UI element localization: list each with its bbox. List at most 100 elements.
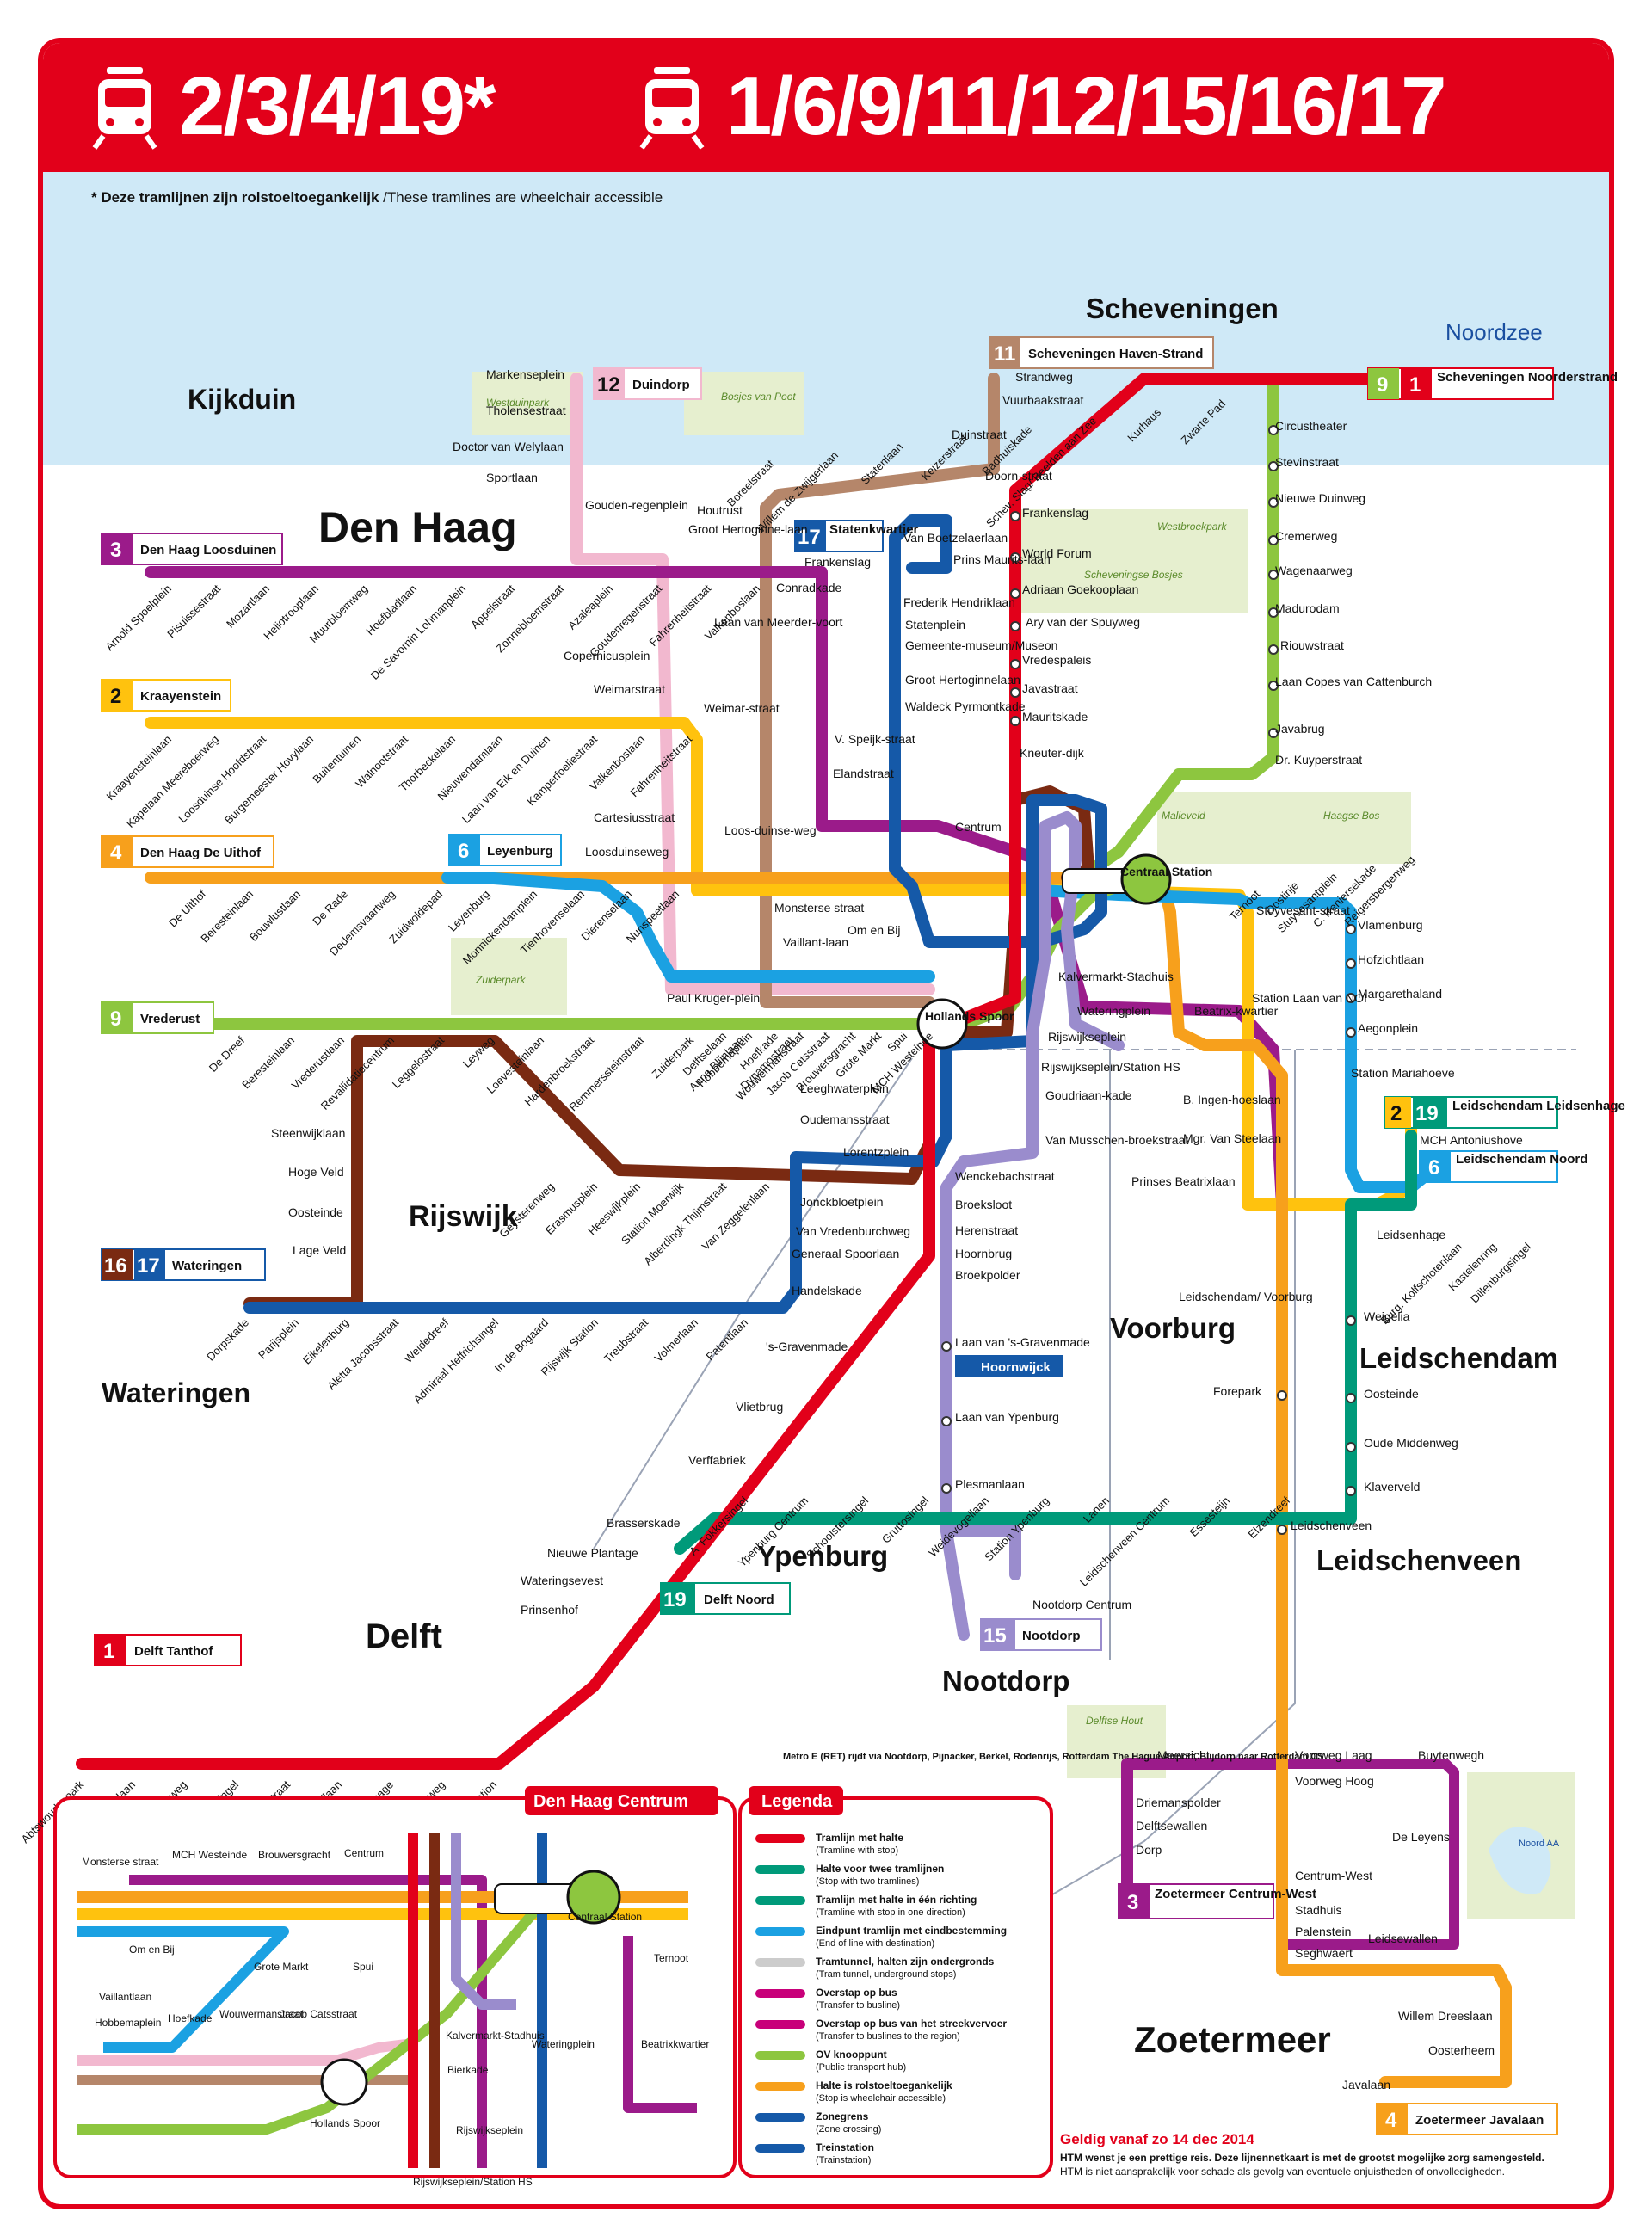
stop-label-nootdorp-centrum: Nootdorp Centrum: [1032, 1598, 1131, 1611]
stop-label-hoge-veld: Hoge Veld: [288, 1165, 344, 1179]
legend-item-nl: Halte voor twee tramlijnen: [816, 1863, 944, 1875]
stop-marker: [1010, 621, 1020, 631]
stop-label-vlietbrug: Vlietbrug: [736, 1400, 783, 1414]
stop-marker: [1268, 644, 1279, 655]
park-westbroekpark-label: Westbroekpark: [1157, 521, 1227, 533]
hoornwijck-badge: [955, 1355, 1063, 1377]
stop-label-vlamenburg: Vlamenburg: [1358, 918, 1423, 932]
rotated-stop-loosduinen: Pisuissestraat: [164, 582, 223, 640]
rotated-stop-uithof: De Uithof: [166, 887, 208, 929]
terminal-9-1-noord-box: 9 1 Scheveningen Noorderstrand: [1367, 367, 1618, 400]
stop-label-weigelia: Weigelia: [1364, 1309, 1410, 1323]
terminal-15-num: 15: [983, 1624, 1007, 1648]
rotated-stop-uithof: Leyenburg: [446, 888, 492, 934]
stop-label-leidschenveen: Leidschenveen: [1291, 1519, 1372, 1532]
stop-marker: [941, 1416, 952, 1426]
terminal-2e-num: 2: [1390, 1102, 1402, 1125]
inset-stop-label: Spui: [353, 1961, 373, 1973]
inset-stop-label: Rijswijkseplein/Station HS: [413, 2176, 533, 2188]
inset-stop-label: MCH Westeinde: [172, 1849, 247, 1861]
terminal-1n-num: 1: [1409, 373, 1421, 397]
tram-icon: [639, 67, 705, 150]
stop-label-paul-krugerplein: Paul Kruger-plein: [667, 991, 760, 1005]
stop-label-brasserskade: Brasserskade: [607, 1516, 681, 1530]
stop-label-leidschendam-voorburg: Leidschendam/ Voorburg: [1179, 1290, 1313, 1303]
stop-marker: [1268, 728, 1279, 738]
terminal-15-dest: Nootdorp: [1022, 1629, 1080, 1643]
stop-label-driemanspolder: Driemanspolder: [1136, 1796, 1221, 1809]
legend-item-en: (Public transport hub): [816, 2062, 906, 2073]
terminal-17-statenkwartier-dest: Statenkwartier: [829, 522, 919, 537]
stop-label-kalvermarkt-stadhuis: Kalvermarkt-Stadhuis: [1058, 970, 1174, 983]
terminal-19e-num: 19: [1415, 1102, 1439, 1125]
terminal-2-box: 2 Kraayenstein: [101, 679, 231, 712]
region-noordzee: Noordzee: [1446, 319, 1543, 345]
terminal-2-dest: Kraayenstein: [140, 689, 221, 704]
stop-label-vaillantlaan: Vaillant-laan: [783, 935, 848, 949]
line-3: [145, 566, 1288, 1903]
rotated-stop-wateringen: Parijsplein: [256, 1316, 301, 1362]
stop-label-doornstraat: Doorn-straat: [985, 469, 1052, 483]
stop-label-voorweg-laag: Voorweg Laag: [1295, 1748, 1372, 1762]
stop-marker: [1010, 511, 1020, 521]
line-3-loop: [1277, 1759, 1459, 1950]
stop-label-broekpolder: Broekpolder: [955, 1268, 1020, 1282]
line-6: [441, 872, 1439, 1193]
inset-stop-label: Ternoot: [654, 1952, 689, 1964]
stop-label-buytenwegh: Buytenwegh: [1418, 1748, 1484, 1762]
inset-stop-label: Wouwermanstraat: [219, 2008, 304, 2020]
legend-swatch: [755, 2144, 805, 2153]
inset-stop-label: Hoefkade: [168, 2012, 213, 2024]
legend-item-nl: Treinstation: [816, 2141, 874, 2153]
header-group-b: 1/6/9/11/12/15/16/17: [633, 59, 1446, 155]
park-westduinpark: [472, 372, 583, 435]
terminal-3-dest: Den Haag Loosduinen: [140, 543, 276, 558]
park-noord-aa-label: Noord AA: [1519, 1839, 1560, 1849]
inset-stop-label: Beatrixkwartier: [641, 2038, 709, 2050]
stop-label-laan-van-ypenburg: Laan van Ypenburg: [955, 1410, 1059, 1424]
terminal-16-17-box: 16 17 Wateringen: [101, 1248, 266, 1281]
inset-stop-label: Monsterse straat: [82, 1856, 159, 1868]
rotated-stop-kraayenstein: Burgemeester Hovylaan: [222, 733, 316, 827]
metro-note-line: Metro E (RET) rijdt via Nootdorp, Pijnac…: [783, 1752, 1324, 1762]
legend: Legenda Tramlijn met halte(Tramline with…: [738, 1786, 1053, 2178]
inset-stop-label: Vaillantlaan: [99, 1991, 151, 2003]
stop-label-laan-van-meerdervoort: Laan van Meerder-voort: [714, 615, 843, 629]
stop-label-rijswijkseplein-hs: Rijswijkseplein/Station HS: [1041, 1060, 1180, 1074]
stop-label-leidsewallen: Leidsewallen: [1368, 1931, 1438, 1945]
stop-label-de-leyens: De Leyens: [1392, 1830, 1450, 1844]
terminal-19-delft-box: 19 Delft Noord: [660, 1582, 791, 1615]
stop-label-meerzicht: Meerzicht: [1157, 1748, 1210, 1762]
stop-label-station-mariahoeve: Station Mariahoeve: [1351, 1066, 1455, 1080]
legend-item-nl: Halte is rolstoeltoegankelijk: [816, 2079, 952, 2092]
legend-item-nl: OV knooppunt: [816, 2048, 887, 2061]
region-nootdorp: Nootdorp: [942, 1665, 1069, 1697]
legend-item-nl: Zonegrens: [816, 2110, 869, 2122]
stop-label-centrum: Centrum: [955, 820, 1002, 834]
stop-label-dorp: Dorp: [1136, 1843, 1162, 1857]
terminal-1n-dest: Scheveningen Noorderstrand: [1437, 370, 1618, 385]
terminal-11-box: 11 Scheveningen Haven-Strand: [989, 336, 1214, 369]
stop-label-weimarstraat2: Weimarstraat: [594, 682, 665, 696]
terminal-4-dest: Den Haag De Uithof: [140, 846, 262, 860]
stop-label-statenplein: Statenplein: [905, 618, 965, 631]
stop-label-frankenslag: Frankenslag: [1022, 506, 1088, 520]
stop-marker: [941, 1341, 952, 1352]
stop-label-verffabriek: Verffabriek: [688, 1453, 747, 1467]
stop-label-riouwstraat: Riouwstraat: [1280, 638, 1344, 652]
rotated-stop-uithof: Bouwlustlaan: [247, 888, 303, 944]
terminal-19e-dest: Leidschendam Leidsenhage: [1452, 1099, 1625, 1113]
park-malieveld-label: Malieveld: [1162, 810, 1205, 822]
park-bosjes-van-poot: [684, 372, 804, 435]
park-delftse-hout-label: Delftse Hout: [1086, 1715, 1143, 1727]
legend-title: Legenda: [761, 1792, 833, 1811]
rotated-stop-wateringen: Eikelenburg: [300, 1316, 351, 1367]
stop-label-broeksloot: Broeksloot: [955, 1198, 1012, 1211]
rotated-stop-wateringen: Patentlaan: [704, 1316, 751, 1364]
terminal-4-zoetermeer-box: 4 Zoetermeer Javalaan: [1376, 2103, 1558, 2135]
stop-label-javalaan: Javalaan: [1342, 2078, 1390, 2092]
terminal-1d-num: 1: [103, 1640, 114, 1663]
terminal-16-num: 16: [104, 1254, 127, 1278]
